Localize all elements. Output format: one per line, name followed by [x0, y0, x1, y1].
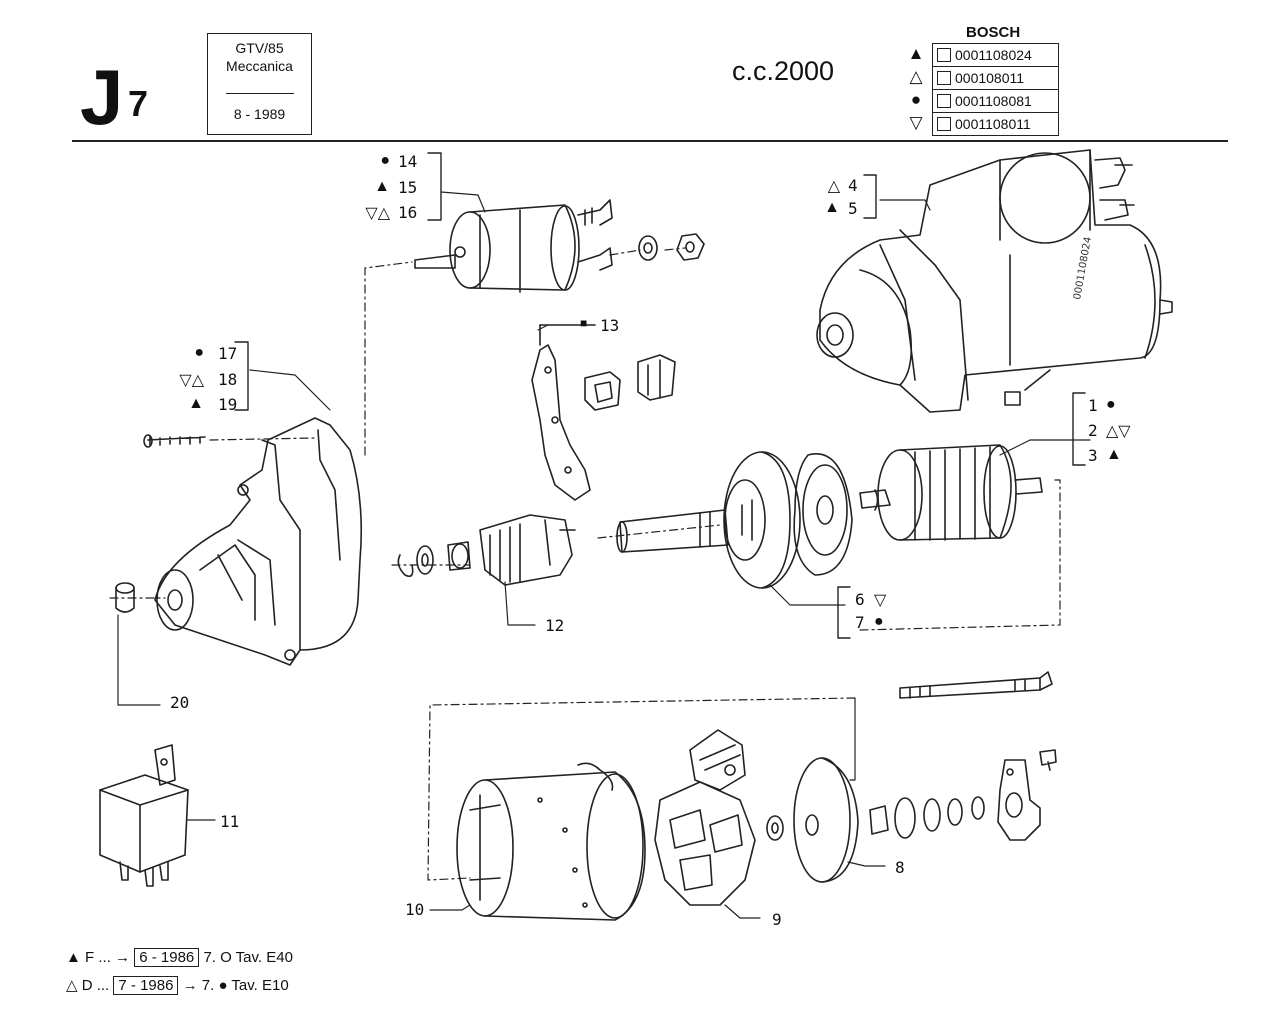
label-12: 12	[545, 616, 565, 635]
through-bolt	[899, 671, 1053, 699]
assembled-starter-motor: 0001108024	[816, 149, 1173, 413]
label-leaders	[117, 191, 1091, 919]
page-subscript: 7	[128, 83, 149, 124]
bosch-row-4-symbol: ▽	[909, 113, 923, 132]
header-rule	[72, 140, 1228, 142]
footnote-2-date: 7 - 1986	[113, 976, 179, 995]
label-5-symbol: ▲	[824, 199, 840, 216]
commutator-end-cap-8	[766, 749, 1057, 883]
footnote-2-symbol: △	[66, 977, 78, 994]
square-icon	[937, 48, 951, 62]
label-7: 7	[855, 613, 865, 632]
label-3-symbol: ▲	[1106, 446, 1122, 463]
bosch-row-3-symbol: ●	[910, 90, 922, 109]
drive-end-housing-17-18-19	[143, 417, 363, 666]
bosch-row-1-symbol: ▲	[907, 44, 925, 63]
model-date: 8 - 1989	[233, 106, 286, 122]
footnote-1-text: F ...	[85, 949, 111, 966]
label-13-symbol: ■	[580, 316, 588, 330]
brush-and-holder	[584, 354, 676, 411]
brush-holder-plate-9	[654, 729, 756, 906]
footnote-2: △ D ... 7 - 1986 → 7. ● Tav. E10	[66, 976, 289, 995]
label-17: 17	[218, 344, 238, 363]
plate-13	[531, 324, 596, 501]
arrow-right-icon: →	[115, 949, 131, 966]
label-15: 15	[398, 178, 418, 197]
model-box: GTV/85 Meccanica 8 - 1989	[207, 33, 312, 135]
arrow-right-icon: →	[182, 977, 198, 994]
label-20: 20	[170, 693, 190, 712]
label-16: 16	[398, 203, 418, 222]
label-2-symbol: △▽	[1106, 423, 1131, 440]
label-4-symbol: △	[827, 178, 840, 195]
label-10: 10	[405, 900, 425, 919]
section-name: Meccanica	[226, 58, 293, 74]
label-16-symbol: ▽△	[365, 205, 390, 222]
square-icon	[937, 94, 951, 108]
drive-pinion-12	[397, 514, 576, 586]
label-6: 6	[855, 590, 865, 609]
label-14: 14	[398, 152, 418, 171]
bosch-row-4: 0001108011	[932, 112, 1059, 136]
model-name: GTV/85	[235, 40, 284, 56]
label-4: 4	[848, 176, 858, 195]
label-18: 18	[218, 370, 238, 389]
footnote-2-text: D ...	[81, 977, 110, 994]
label-1: 1	[1088, 396, 1098, 415]
label-17-symbol: ●	[194, 344, 204, 361]
label-8: 8	[895, 858, 905, 877]
engine-displacement: c.c.2000	[732, 56, 835, 86]
square-icon	[937, 71, 951, 85]
label-19-symbol: ▲	[188, 395, 204, 412]
label-brackets	[234, 152, 1086, 639]
bosch-row-4-code: 0001108011	[955, 116, 1031, 132]
planetary-shaft-6-7	[616, 451, 801, 589]
bush-20	[115, 582, 135, 613]
label-3: 3	[1088, 446, 1098, 465]
leader-lines	[109, 247, 1061, 881]
bosch-title: BOSCH	[966, 24, 1021, 41]
bosch-row-1-code: 0001108024	[955, 47, 1032, 63]
label-18-symbol: ▽△	[179, 372, 204, 389]
armature-1-2-3	[859, 444, 1043, 541]
label-1-symbol: ●	[1106, 396, 1116, 413]
label-9: 9	[772, 910, 782, 929]
label-14-symbol: ●	[380, 152, 390, 169]
solenoid-14-15-16	[414, 199, 613, 293]
bosch-row-3-code: 0001108081	[955, 93, 1032, 109]
label-5: 5	[848, 199, 858, 218]
ring-gear-plate	[793, 453, 853, 576]
square-icon	[937, 117, 951, 131]
bosch-row-2-symbol: △	[909, 67, 923, 86]
yoke-10	[456, 762, 646, 921]
relay-11	[99, 744, 189, 887]
label-13: 13	[600, 316, 620, 335]
washer-and-nut	[638, 233, 705, 261]
label-11: 11	[220, 812, 240, 831]
page-letter: J	[80, 53, 124, 141]
label-7-symbol: ●	[874, 613, 884, 630]
model-box-divider	[226, 93, 294, 94]
footnote-1-tail: 7. O Tav. E40	[203, 949, 293, 966]
footnote-1-date: 6 - 1986	[134, 948, 200, 967]
footnote-2-tail: 7. ● Tav. E10	[201, 977, 289, 994]
bosch-row-2-code: 000108011	[955, 70, 1025, 86]
label-19: 19	[218, 395, 238, 414]
label-15-symbol: ▲	[374, 178, 390, 195]
footnote-1-symbol: ▲	[66, 949, 81, 966]
bosch-row-1: 0001108024	[932, 43, 1059, 67]
footnote-1: ▲ F ... → 6 - 1986 7. O Tav. E40	[66, 948, 293, 967]
svg-text:0001108024: 0001108024	[1072, 236, 1094, 301]
label-6-symbol: ▽	[874, 592, 887, 609]
label-2: 2	[1088, 421, 1098, 440]
